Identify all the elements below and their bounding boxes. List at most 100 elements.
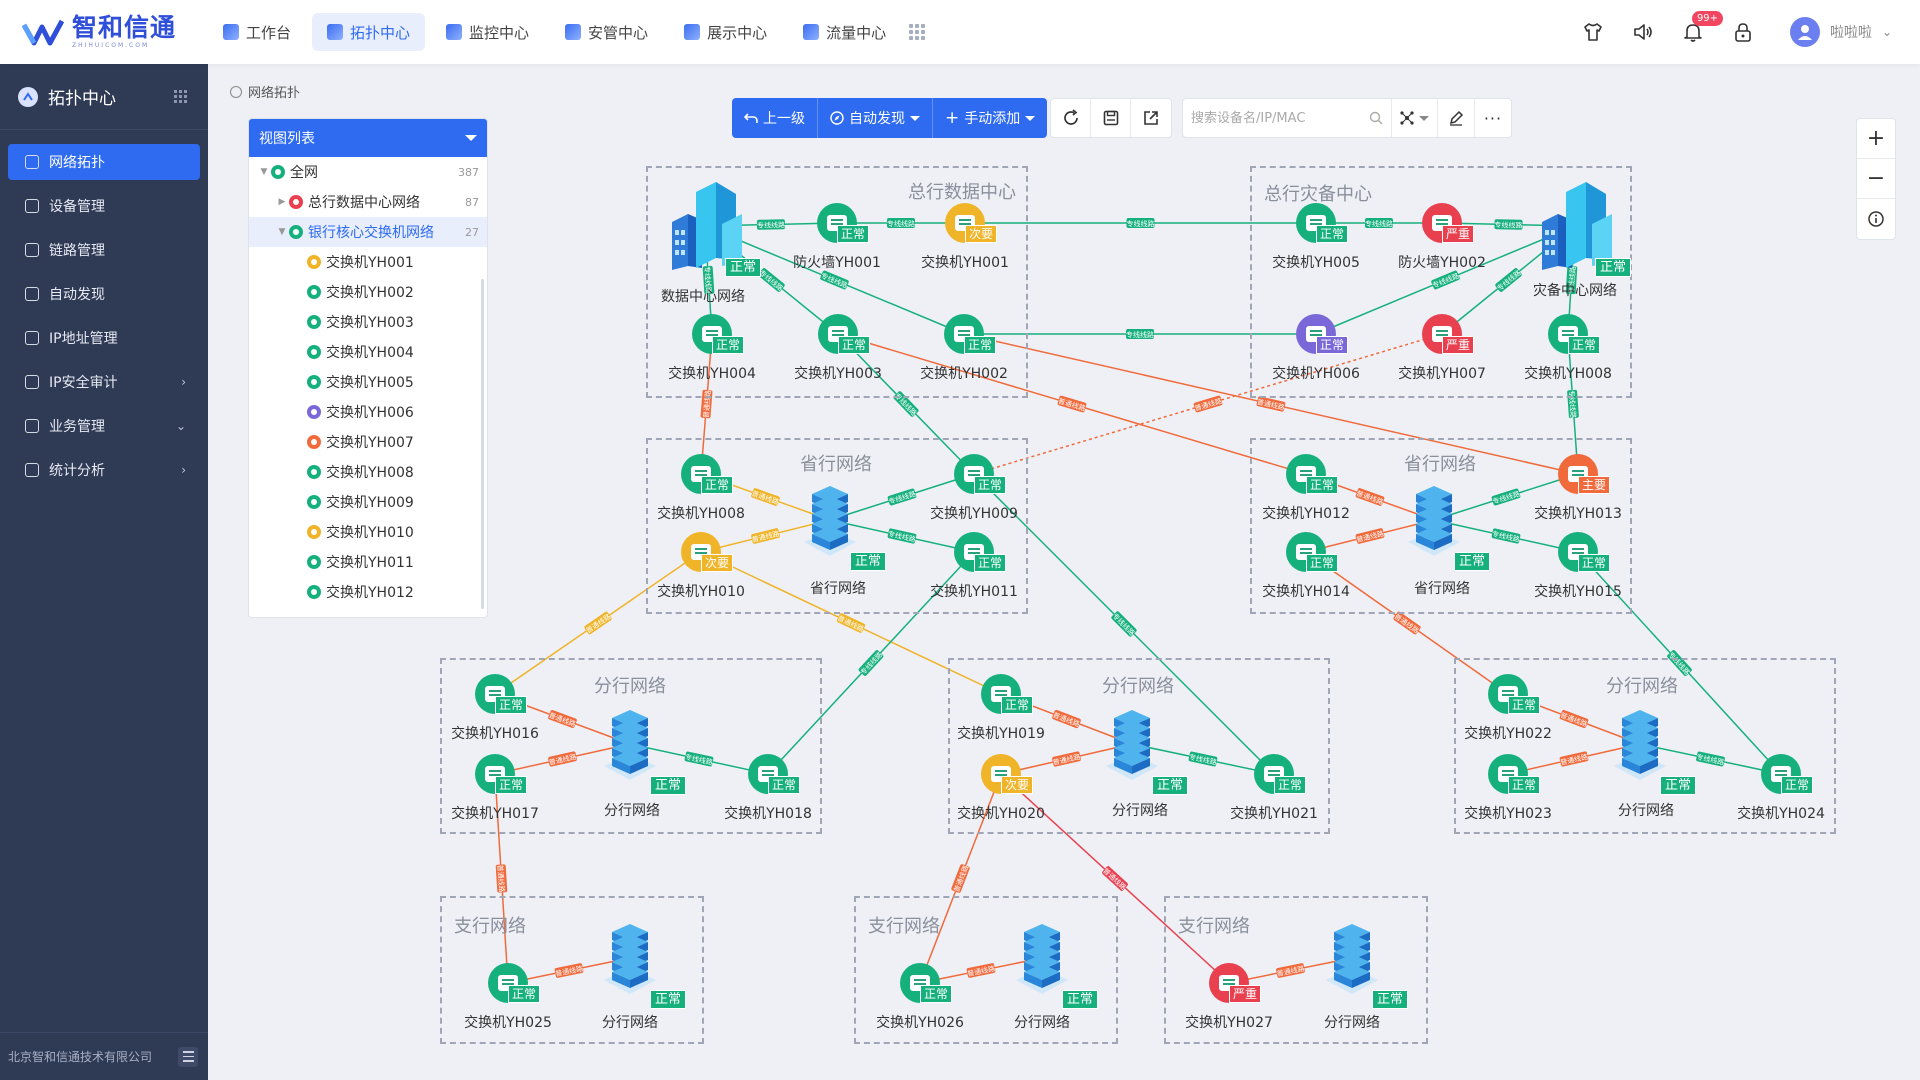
- grid-icon[interactable]: [174, 89, 188, 104]
- switch-node[interactable]: 正常: [1761, 754, 1814, 794]
- server-cluster-icon[interactable]: [590, 704, 670, 788]
- firewall-node[interactable]: 正常: [817, 203, 870, 243]
- link-label: 专线线路: [703, 266, 715, 294]
- sidebar-item-1[interactable]: 设备管理: [8, 188, 200, 224]
- apps-grid-icon[interactable]: [909, 24, 926, 40]
- tree-item[interactable]: 交换机YH010: [249, 517, 487, 547]
- switch-node[interactable]: 正常: [1548, 314, 1601, 354]
- switch-node[interactable]: 次要: [981, 754, 1034, 794]
- auto-discover-button[interactable]: 自动发现: [818, 98, 933, 138]
- switch-node[interactable]: 正常: [1254, 754, 1307, 794]
- tree-toggle-icon[interactable]: ▶: [278, 197, 286, 207]
- tree-item[interactable]: 交换机YH007: [249, 427, 487, 457]
- switch-node[interactable]: 正常: [1488, 754, 1541, 794]
- switch-node[interactable]: 正常: [944, 314, 997, 354]
- server-cluster-icon[interactable]: [1394, 480, 1474, 564]
- sidebar-item-2[interactable]: 链路管理: [8, 232, 200, 268]
- export-button[interactable]: [1131, 99, 1171, 137]
- user-menu[interactable]: 啦啦啦 ⌄: [1789, 17, 1892, 47]
- topnav-item-2[interactable]: 监控中心: [431, 13, 544, 51]
- switch-node[interactable]: 正常: [954, 532, 1007, 572]
- tree-item[interactable]: 交换机YH006: [249, 397, 487, 427]
- tree-item[interactable]: 交换机YH002: [249, 277, 487, 307]
- topnav-item-0[interactable]: 工作台: [208, 13, 306, 51]
- tree-item[interactable]: 交换机YH004: [249, 337, 487, 367]
- sidebar-item-4[interactable]: IP地址管理: [8, 320, 200, 356]
- switch-node[interactable]: 正常: [1286, 532, 1339, 572]
- sidebar-item-5[interactable]: IP安全审计›: [8, 364, 200, 400]
- tree-item[interactable]: 交换机YH011: [249, 547, 487, 577]
- switch-node[interactable]: 正常: [475, 754, 528, 794]
- device-search-input[interactable]: [1183, 100, 1361, 136]
- topnav-item-5[interactable]: 流量中心: [788, 13, 901, 51]
- layout-button[interactable]: [1390, 99, 1437, 137]
- collapse-sidebar-icon[interactable]: [178, 1046, 198, 1067]
- link-label-text: 普通线路: [584, 612, 612, 635]
- server-cluster-icon[interactable]: [1002, 918, 1082, 1002]
- switch-node[interactable]: 正常: [1296, 203, 1349, 243]
- manual-add-button[interactable]: + 手动添加: [933, 98, 1047, 138]
- topology-center-icon: [18, 86, 38, 107]
- server-cluster-icon[interactable]: [1600, 704, 1680, 788]
- switch-node[interactable]: 正常: [954, 454, 1007, 494]
- zoom-in-button[interactable]: +: [1857, 119, 1895, 159]
- sidebar-item-0[interactable]: 网络拓扑: [8, 144, 200, 180]
- switch-node[interactable]: 严重: [1422, 314, 1475, 354]
- tree-item[interactable]: 交换机YH008: [249, 457, 487, 487]
- volume-icon[interactable]: [1630, 19, 1656, 45]
- switch-node[interactable]: 正常: [1296, 314, 1349, 354]
- fit-view-button[interactable]: [1857, 199, 1895, 239]
- switch-node[interactable]: 主要: [1558, 454, 1611, 494]
- switch-node[interactable]: 正常: [681, 454, 734, 494]
- view-list-header[interactable]: 视图列表: [249, 119, 487, 157]
- skin-icon[interactable]: [1580, 19, 1606, 45]
- switch-node[interactable]: 正常: [1286, 454, 1339, 494]
- topnav-item-1[interactable]: 拓扑中心: [312, 13, 426, 51]
- switch-node[interactable]: 正常: [981, 674, 1034, 714]
- switch-node[interactable]: 次要: [681, 532, 734, 572]
- tree-toggle-icon[interactable]: ▼: [278, 227, 286, 237]
- refresh-button[interactable]: [1051, 99, 1091, 137]
- tree-item[interactable]: 交换机YH003: [249, 307, 487, 337]
- server-cluster-icon[interactable]: [590, 918, 670, 1002]
- switch-node[interactable]: 正常: [748, 754, 801, 794]
- zoom-out-button[interactable]: −: [1857, 159, 1895, 199]
- switch-node[interactable]: 正常: [818, 314, 871, 354]
- datacenter-building-icon[interactable]: [1532, 180, 1618, 276]
- more-button[interactable]: ···: [1473, 99, 1511, 137]
- lock-icon[interactable]: [1730, 19, 1756, 45]
- edit-button[interactable]: [1436, 99, 1474, 137]
- server-cluster-icon[interactable]: [1092, 704, 1172, 788]
- switch-node[interactable]: 正常: [1488, 674, 1541, 714]
- sidebar-item-3[interactable]: 自动发现: [8, 276, 200, 312]
- notification-bell-icon[interactable]: 99+: [1680, 11, 1724, 45]
- server-cluster-icon[interactable]: [1312, 918, 1392, 1002]
- switch-node[interactable]: 正常: [475, 674, 528, 714]
- go-up-level-button[interactable]: 上一级: [732, 98, 818, 138]
- firewall-node[interactable]: 严重: [1422, 203, 1475, 243]
- switch-node[interactable]: 正常: [488, 963, 541, 1003]
- datacenter-building-icon[interactable]: [662, 180, 748, 276]
- tree-item[interactable]: 交换机YH012: [249, 577, 487, 607]
- tree-item[interactable]: 交换机YH005: [249, 367, 487, 397]
- topnav-item-4[interactable]: 展示中心: [669, 13, 782, 51]
- sidebar-item-6[interactable]: 业务管理⌄: [8, 408, 200, 444]
- tree-item[interactable]: 交换机YH009: [249, 487, 487, 517]
- switch-node[interactable]: 严重: [1209, 963, 1262, 1003]
- server-cluster-icon[interactable]: [790, 480, 870, 564]
- save-button[interactable]: [1091, 99, 1131, 137]
- switch-node[interactable]: 次要: [945, 203, 998, 243]
- tree-toggle-icon[interactable]: ▼: [260, 167, 268, 177]
- sidebar-item-7[interactable]: 统计分析›: [8, 452, 200, 488]
- logo[interactable]: 智和信通 ZHIHUICOM.COM: [0, 0, 208, 64]
- tree-scrollbar[interactable]: [481, 279, 484, 609]
- switch-node[interactable]: 正常: [1558, 532, 1611, 572]
- switch-node[interactable]: 正常: [692, 314, 745, 354]
- search-icon[interactable]: [1361, 111, 1391, 125]
- switch-node[interactable]: 正常: [900, 963, 953, 1003]
- tree-item[interactable]: 交换机YH001: [249, 247, 487, 277]
- topnav-item-3[interactable]: 安管中心: [550, 13, 663, 51]
